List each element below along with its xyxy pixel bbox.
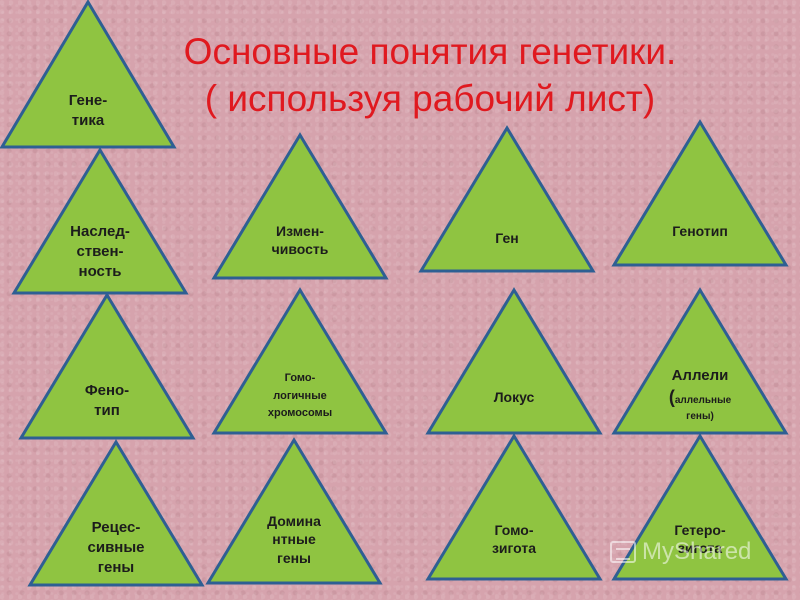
label-line: зигота <box>677 540 723 557</box>
label-line: логичные <box>273 389 327 402</box>
triangle-gomozigota <box>425 433 603 581</box>
triangle-gomologichnye <box>211 287 389 435</box>
triangle-gen <box>418 125 596 273</box>
triangle-izmenchivost <box>211 132 389 280</box>
label-line: Измен- <box>276 223 324 239</box>
triangle-dominantnye <box>205 437 383 585</box>
triangle-geterozigota <box>611 433 789 581</box>
triangle-label-lokus: Локус <box>464 388 564 406</box>
triangle-genotip <box>611 119 789 267</box>
label-line: Гене- <box>68 92 108 109</box>
label-line: Генотип <box>672 223 728 239</box>
label-line: Рецес- <box>91 519 141 536</box>
title-line-1: Основные понятия генетики. <box>183 31 677 72</box>
triangle-label-geterozigota: Гетеро- зигота <box>650 521 750 558</box>
triangle-label-izmenchivost: Измен- чивость <box>250 222 350 259</box>
triangle-label-recessivnye: Рецес- сивные гены <box>66 518 166 577</box>
label-line: чивость <box>271 241 329 258</box>
triangle-alleli <box>611 287 789 435</box>
triangle-label-dominantnye: Домина нтные гены <box>244 512 344 567</box>
label-line: Локус <box>493 389 535 405</box>
watermark-text: MyShared <box>642 538 752 565</box>
label-line: (аллельные <box>640 386 760 409</box>
triangle-label-genetika: Гене- тика <box>38 91 138 131</box>
label-line: тип <box>94 401 120 419</box>
label-line: Фено- <box>84 382 130 399</box>
triangle-label-genotip: Генотип <box>650 222 750 240</box>
label-line: ность <box>78 262 122 280</box>
label-line: нтные <box>272 531 316 548</box>
presentation-icon <box>610 541 636 563</box>
label-line: Гомо- <box>284 372 316 384</box>
label-line: Аллели <box>671 367 729 384</box>
label-paren: ( <box>668 386 675 407</box>
triangle-recessivnye <box>27 439 205 587</box>
triangle-lokus <box>425 287 603 435</box>
label-line: гены <box>276 549 312 566</box>
triangle-label-gomologichnye: Гомо- логичные хромосомы <box>250 370 350 423</box>
title-line-2: ( используя рабочий лист) <box>204 78 656 120</box>
triangle-label-gen: Ген <box>457 229 557 247</box>
label-line: хромосомы <box>267 407 333 420</box>
triangle-label-alleli: Аллели (аллельные гены) <box>640 366 760 424</box>
watermark: MyShared <box>610 538 751 566</box>
label-line: Домина <box>267 513 321 529</box>
label-line: Гомо- <box>494 522 534 538</box>
label-line: зигота <box>491 540 537 557</box>
triangle-label-nasledstvennost: Наслед- ствен- ность <box>50 222 150 281</box>
label-line: Наслед- <box>70 223 130 240</box>
triangle-label-gomozigota: Гомо- зигота <box>464 521 564 558</box>
triangle-genetika <box>0 0 177 149</box>
label-line: Ген <box>495 230 519 246</box>
label-line: Гетеро- <box>674 522 726 538</box>
label-line: гены <box>97 558 135 576</box>
slide-title: Основные понятия генетики. ( используя р… <box>110 28 750 123</box>
label-line: ствен- <box>76 242 124 260</box>
label-text: аллельные <box>674 394 732 406</box>
label-line: тика <box>71 111 105 129</box>
label-line: гены) <box>686 411 714 423</box>
triangle-nasledstvennost <box>11 147 189 295</box>
label-line: сивные <box>87 538 145 556</box>
triangle-fenotip <box>18 292 196 440</box>
triangle-label-fenotip: Фено- тип <box>57 381 157 421</box>
